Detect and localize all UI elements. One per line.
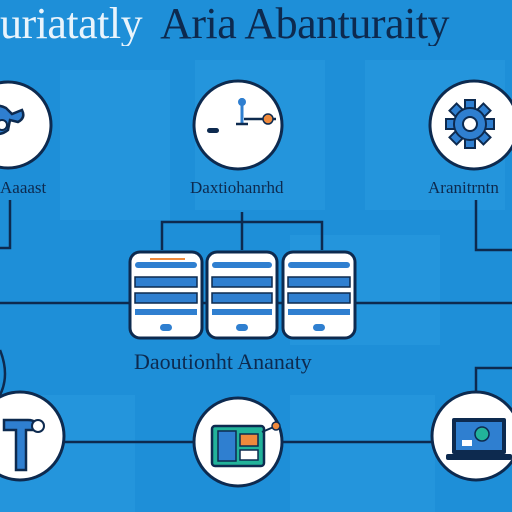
- node-top-right-label: Aranitrntn: [428, 178, 499, 197]
- node-bottom-left: [0, 390, 66, 482]
- gear-icon: [445, 99, 495, 149]
- node-bottom-center: [192, 396, 284, 488]
- node-top-center-label: Daxtiohanrhd: [190, 178, 284, 197]
- wrench-gear-icon: [0, 104, 25, 136]
- background-panel: [290, 395, 435, 512]
- database-server-icon: [205, 250, 279, 340]
- node-top-right: [428, 79, 512, 171]
- node-top-left: [0, 80, 53, 170]
- title-left: uriatatly: [0, 2, 143, 46]
- node-bottom-right: [430, 390, 512, 482]
- connector-line: [0, 349, 7, 396]
- title-right: Aria Abanturaity: [160, 2, 450, 46]
- node-top-left-label: Aaaast: [0, 178, 47, 197]
- database-server-icon: [128, 250, 204, 340]
- monitor-icon: [446, 418, 512, 460]
- database-group: [128, 250, 357, 340]
- node-top-center: [192, 79, 284, 171]
- page-title: uriatatly Aria Abanturaity: [0, 2, 512, 46]
- wrench-icon: [2, 418, 45, 472]
- pipette-slider-icon: [207, 98, 276, 133]
- database-server-icon: [281, 250, 357, 340]
- circuit-board-icon: [210, 421, 281, 468]
- background-panel: [60, 70, 170, 220]
- connector-line: [0, 200, 12, 250]
- connector-line: [474, 200, 512, 252]
- node-circle: [0, 80, 53, 170]
- database-label: Daoutionht Ananaty: [134, 349, 312, 374]
- connector-line: [474, 366, 512, 400]
